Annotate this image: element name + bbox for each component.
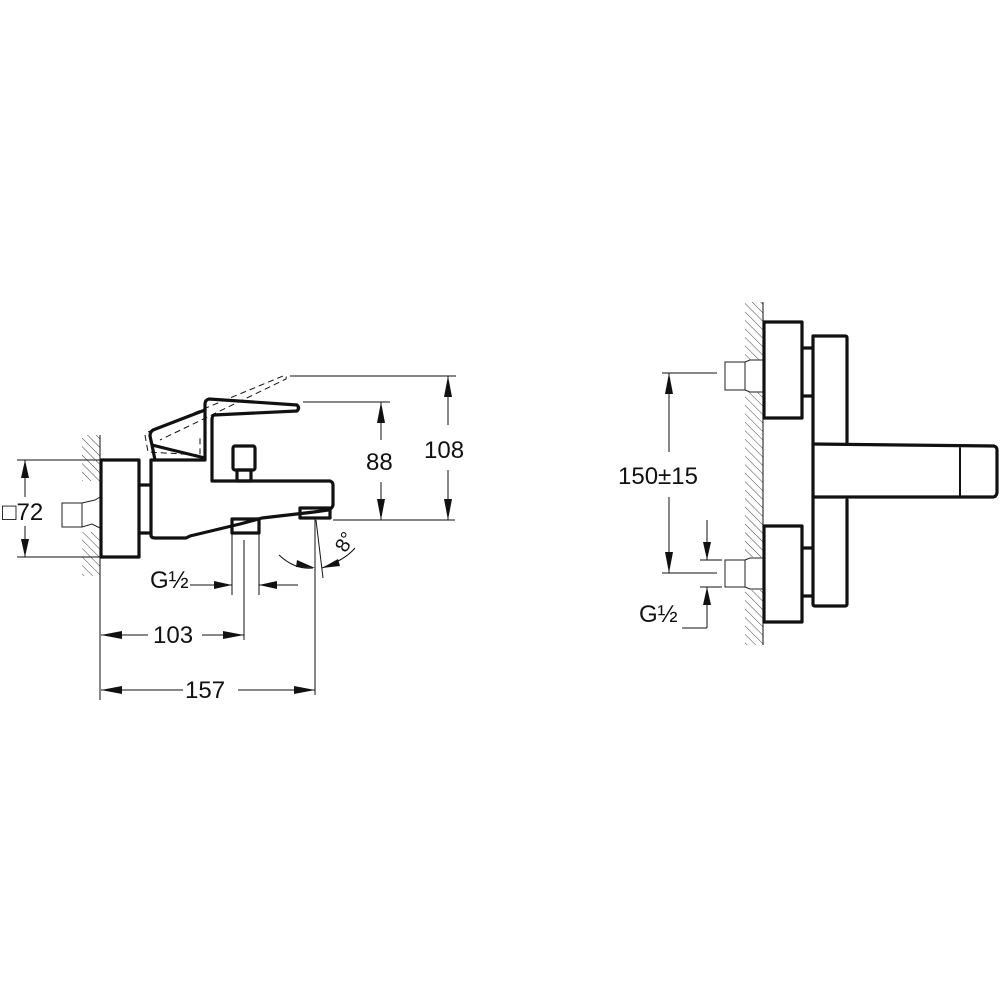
bottom-outlet [230,517,261,535]
mixer-body [149,397,335,540]
wall-plate [99,458,141,559]
wall-hatch-front [745,302,764,645]
label-inlet-thread-front: G½ [639,601,678,628]
label-spout-angle: 8° [331,528,360,556]
label-lever-height: 88 [366,449,393,476]
wall-hatch [82,435,101,700]
label-lever-raised-height: 108 [424,437,464,464]
dim-wall-plate-square [17,459,101,558]
lower-inlet-fitting [724,557,763,590]
diverter-stem [235,468,253,483]
label-outlet-distance: 103 [153,622,193,649]
upper-connector [800,346,814,398]
label-wall-plate-square: □72 [2,499,43,526]
connector [137,483,152,535]
upper-inlet-fitting [724,359,763,393]
side-view: □72 G½ 103 157 [2,374,464,704]
diverter-knob [231,444,257,472]
dim-total-depth [101,518,316,695]
inlet-fitting [61,496,101,529]
front-view: 150±15 G½ [618,302,999,645]
dim-lever-raised-height [290,375,456,520]
lower-wall-plate [762,524,804,624]
body-vertical [811,334,849,608]
label-total-depth: 157 [185,677,225,704]
label-inlet-spacing: 150±15 [618,463,698,490]
lever [148,408,207,462]
label-outlet-thread: G½ [150,567,189,594]
dim-inlet-spacing [662,372,717,574]
dim-lever-height [303,401,455,521]
lever-raised-outline [144,374,287,456]
lower-connector [800,546,814,598]
upper-wall-plate [762,320,804,420]
spout [811,442,999,499]
dim-outlet-distance [101,540,245,640]
dim-outlet-thread [190,533,298,595]
dim-spout-angle [278,519,356,579]
dim-inlet-thread-front [682,520,722,629]
